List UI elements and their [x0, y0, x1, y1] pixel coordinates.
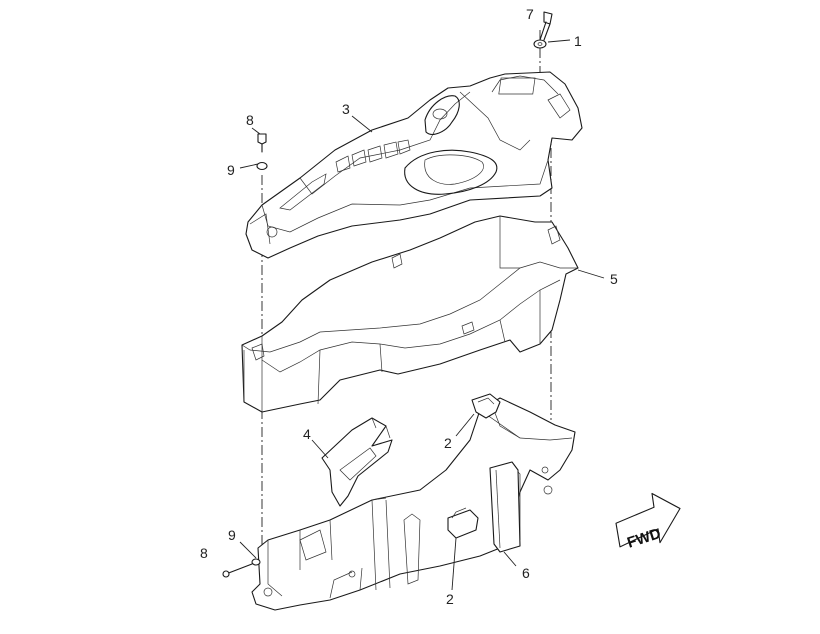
washer-1: [533, 39, 547, 49]
clip-2-lower: [447, 507, 479, 539]
bolt-7: [539, 11, 553, 41]
callout-2-lower: 2: [446, 591, 454, 607]
callout-9-upper: 9: [227, 162, 235, 178]
callout-8-lower: 8: [200, 545, 208, 561]
callout-3: 3: [342, 101, 350, 117]
callout-4: 4: [303, 426, 311, 442]
callout-9-lower: 9: [228, 527, 236, 543]
callout-8-upper: 8: [246, 112, 254, 128]
upper-console-trim: [245, 71, 583, 259]
callout-2-upper: 2: [444, 435, 452, 451]
callouts: 7 1 3 8 9 5 4 2 9 8 6 2: [200, 6, 618, 607]
washer-9-lower: [251, 558, 261, 566]
console-shell: [241, 215, 579, 413]
screw-8-upper: [257, 133, 267, 153]
fwd-direction-arrow: FWD: [615, 492, 681, 552]
screw-8-lower: [222, 563, 253, 578]
clip-2-upper: [471, 393, 501, 419]
leader-lines: [239, 39, 605, 591]
callout-1: 1: [574, 33, 582, 49]
support-column-6: [489, 461, 521, 553]
callout-5: 5: [610, 271, 618, 287]
callout-7: 7: [526, 6, 534, 22]
callout-6: 6: [522, 565, 530, 581]
washer-9-upper: [256, 161, 268, 171]
bracket-4: [321, 417, 393, 507]
